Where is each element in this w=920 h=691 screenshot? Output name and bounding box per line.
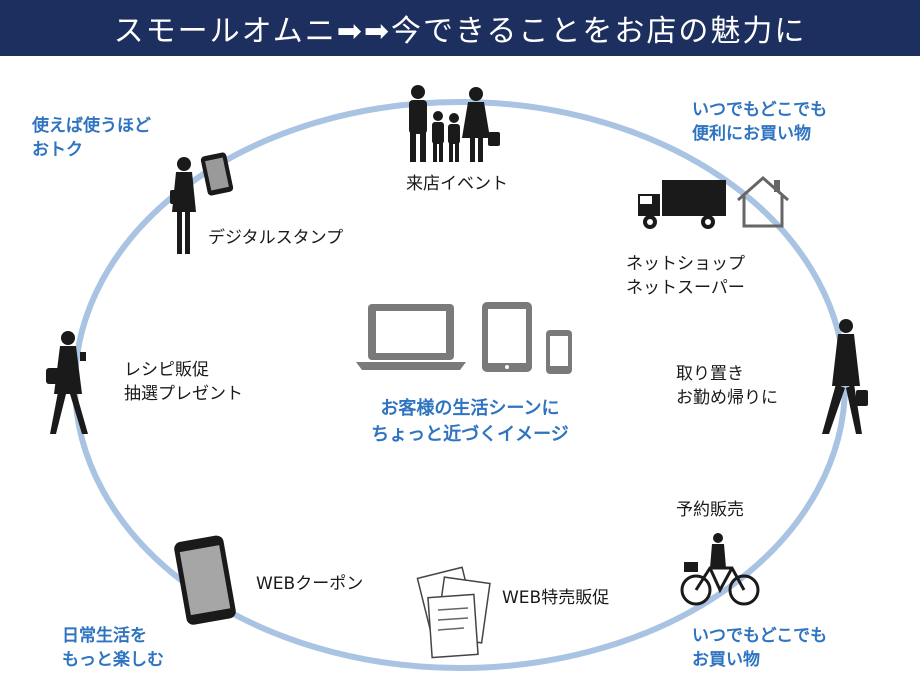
bicycle-rider-icon [680,533,760,606]
accent-bottom-right: いつでもどこでもお買い物 [692,626,828,670]
accent-bottom-left: 日常生活をもっと楽しむ [62,626,164,670]
family-icon [409,85,500,162]
store-event-label: 来店イベント [406,174,508,194]
woman-phone-icon [170,152,234,254]
net-shop-label: ネットショップネットスーパー [626,254,745,298]
phone-small-icon [546,330,572,374]
web-sale-label: WEB特売販促 [502,588,610,608]
reserve-label: 取り置きお勤め帰りに [676,364,778,408]
page-title: スモールオムニ➡➡今できることをお店の魅力に [113,14,807,49]
recipe-label: レシピ販促抽選プレゼント [124,360,243,404]
woman-bag-icon [822,319,868,434]
house-icon [737,176,789,228]
header-bar: スモールオムニ➡➡今できることをお店の魅力に [0,0,920,56]
flyers-icon [416,566,491,659]
laptop-icon [356,304,466,370]
accent-top-left: 使えば使うほどおトク [32,116,151,160]
digital-stamp-label: デジタルスタンプ [208,228,344,248]
accent-top-right: いつでもどこでも便利にお買い物 [692,100,828,144]
web-coupon-label: WEBクーポン [256,574,364,594]
truck-icon [638,180,726,229]
woman-walking-icon [46,331,88,434]
center-message: お客様の生活シーンにちょっと近づくイメージ [371,398,569,445]
smartphone-icon [174,535,236,625]
preorder-label: 予約販売 [676,500,744,520]
tablet-icon [482,302,532,372]
